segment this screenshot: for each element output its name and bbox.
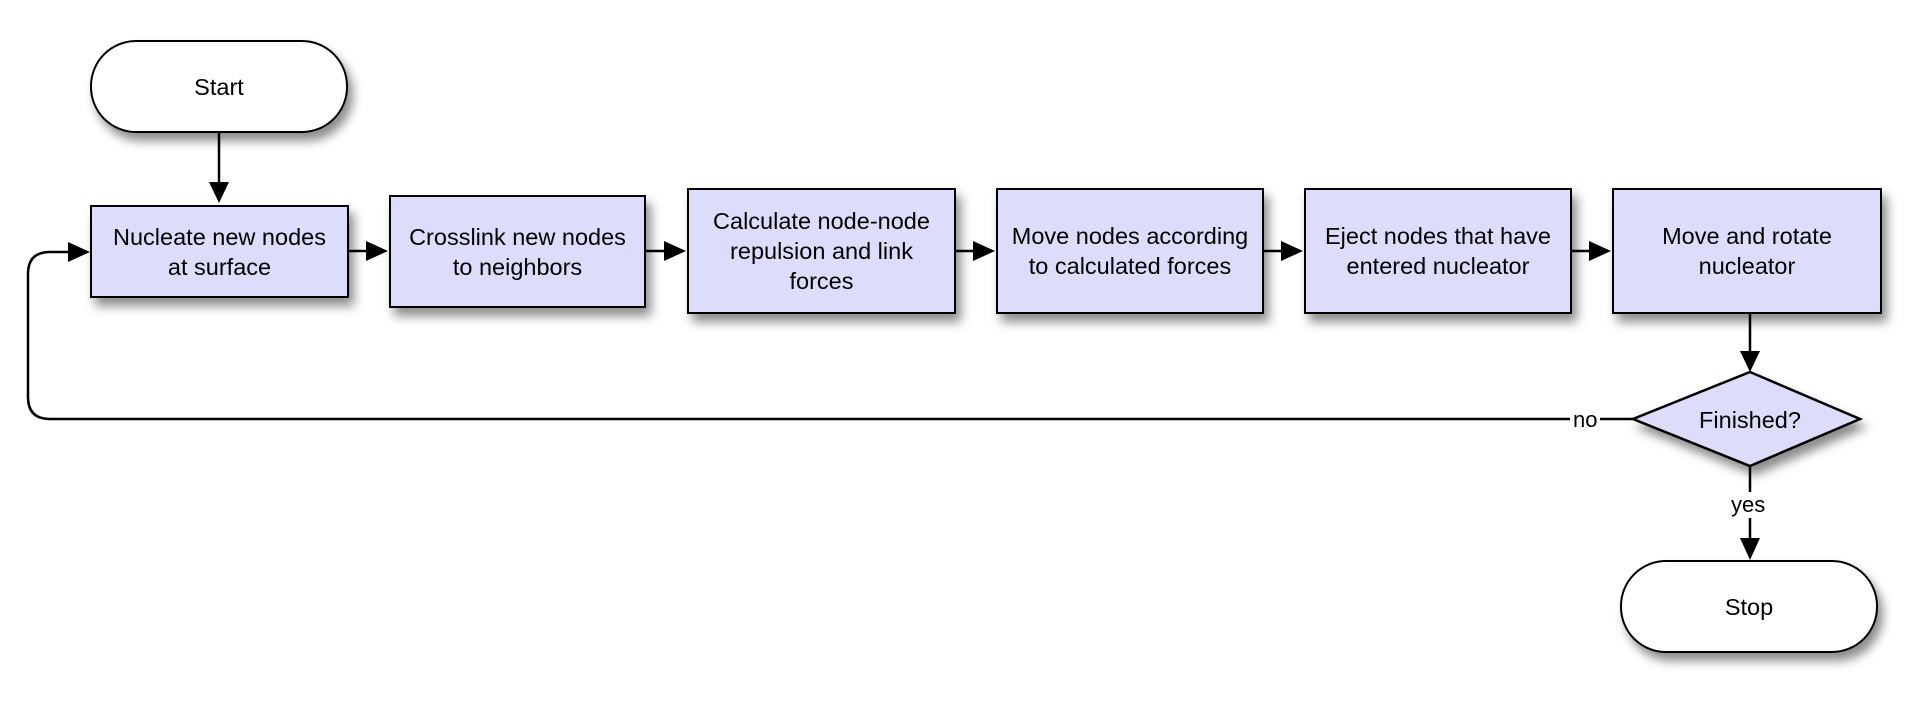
- process-calculate-label: Calculate node-node repulsion and link f…: [713, 208, 930, 294]
- process-nucleate: Nucleate new nodes at surface: [90, 205, 349, 298]
- arrowhead-start-to-nucleate: [209, 182, 229, 203]
- process-crosslink-label: Crosslink new nodes to neighbors: [409, 223, 626, 280]
- arrowhead-move-nodes-to-eject: [1281, 241, 1303, 261]
- start-label: Start: [194, 73, 244, 100]
- arrowhead-finished-to-stop: [1740, 538, 1760, 560]
- process-nucleate-label: Nucleate new nodes at surface: [113, 223, 326, 280]
- process-move-nodes: Move nodes according to calculated force…: [996, 188, 1264, 314]
- arrowhead-finished-to-nucleate: [68, 242, 90, 262]
- process-calculate: Calculate node-node repulsion and link f…: [687, 188, 956, 314]
- process-move-rotate: Move and rotate nucleator: [1612, 188, 1882, 314]
- arrowhead-crosslink-to-calculate: [664, 241, 686, 261]
- arrowhead-nucleate-to-crosslink: [366, 241, 388, 261]
- arrowhead-move-rotate-to-finished: [1740, 351, 1760, 372]
- arrow-finished-to-nucleate-loop: [26, 250, 1633, 421]
- process-move-nodes-label: Move nodes according to calculated force…: [1011, 223, 1249, 279]
- process-eject: Eject nodes that have entered nucleator: [1304, 188, 1572, 314]
- arrowhead-eject-to-move-rotate: [1589, 241, 1611, 261]
- decision-finished-text: Finished?: [1699, 406, 1801, 433]
- arrowhead-calculate-to-move-nodes: [973, 241, 995, 261]
- edge-label-yes: yes: [1728, 492, 1769, 518]
- edge-label-no: no: [1570, 407, 1601, 433]
- process-move-rotate-label: Move and rotate nucleator: [1662, 223, 1832, 279]
- decision-finished-label: Finished?: [1660, 400, 1840, 440]
- process-crosslink: Crosslink new nodes to neighbors: [389, 195, 646, 308]
- stop-terminal: Stop: [1620, 560, 1878, 653]
- stop-label: Stop: [1724, 593, 1774, 620]
- start-terminal: Start: [90, 40, 348, 133]
- process-eject-label: Eject nodes that have entered nucleator: [1324, 223, 1551, 279]
